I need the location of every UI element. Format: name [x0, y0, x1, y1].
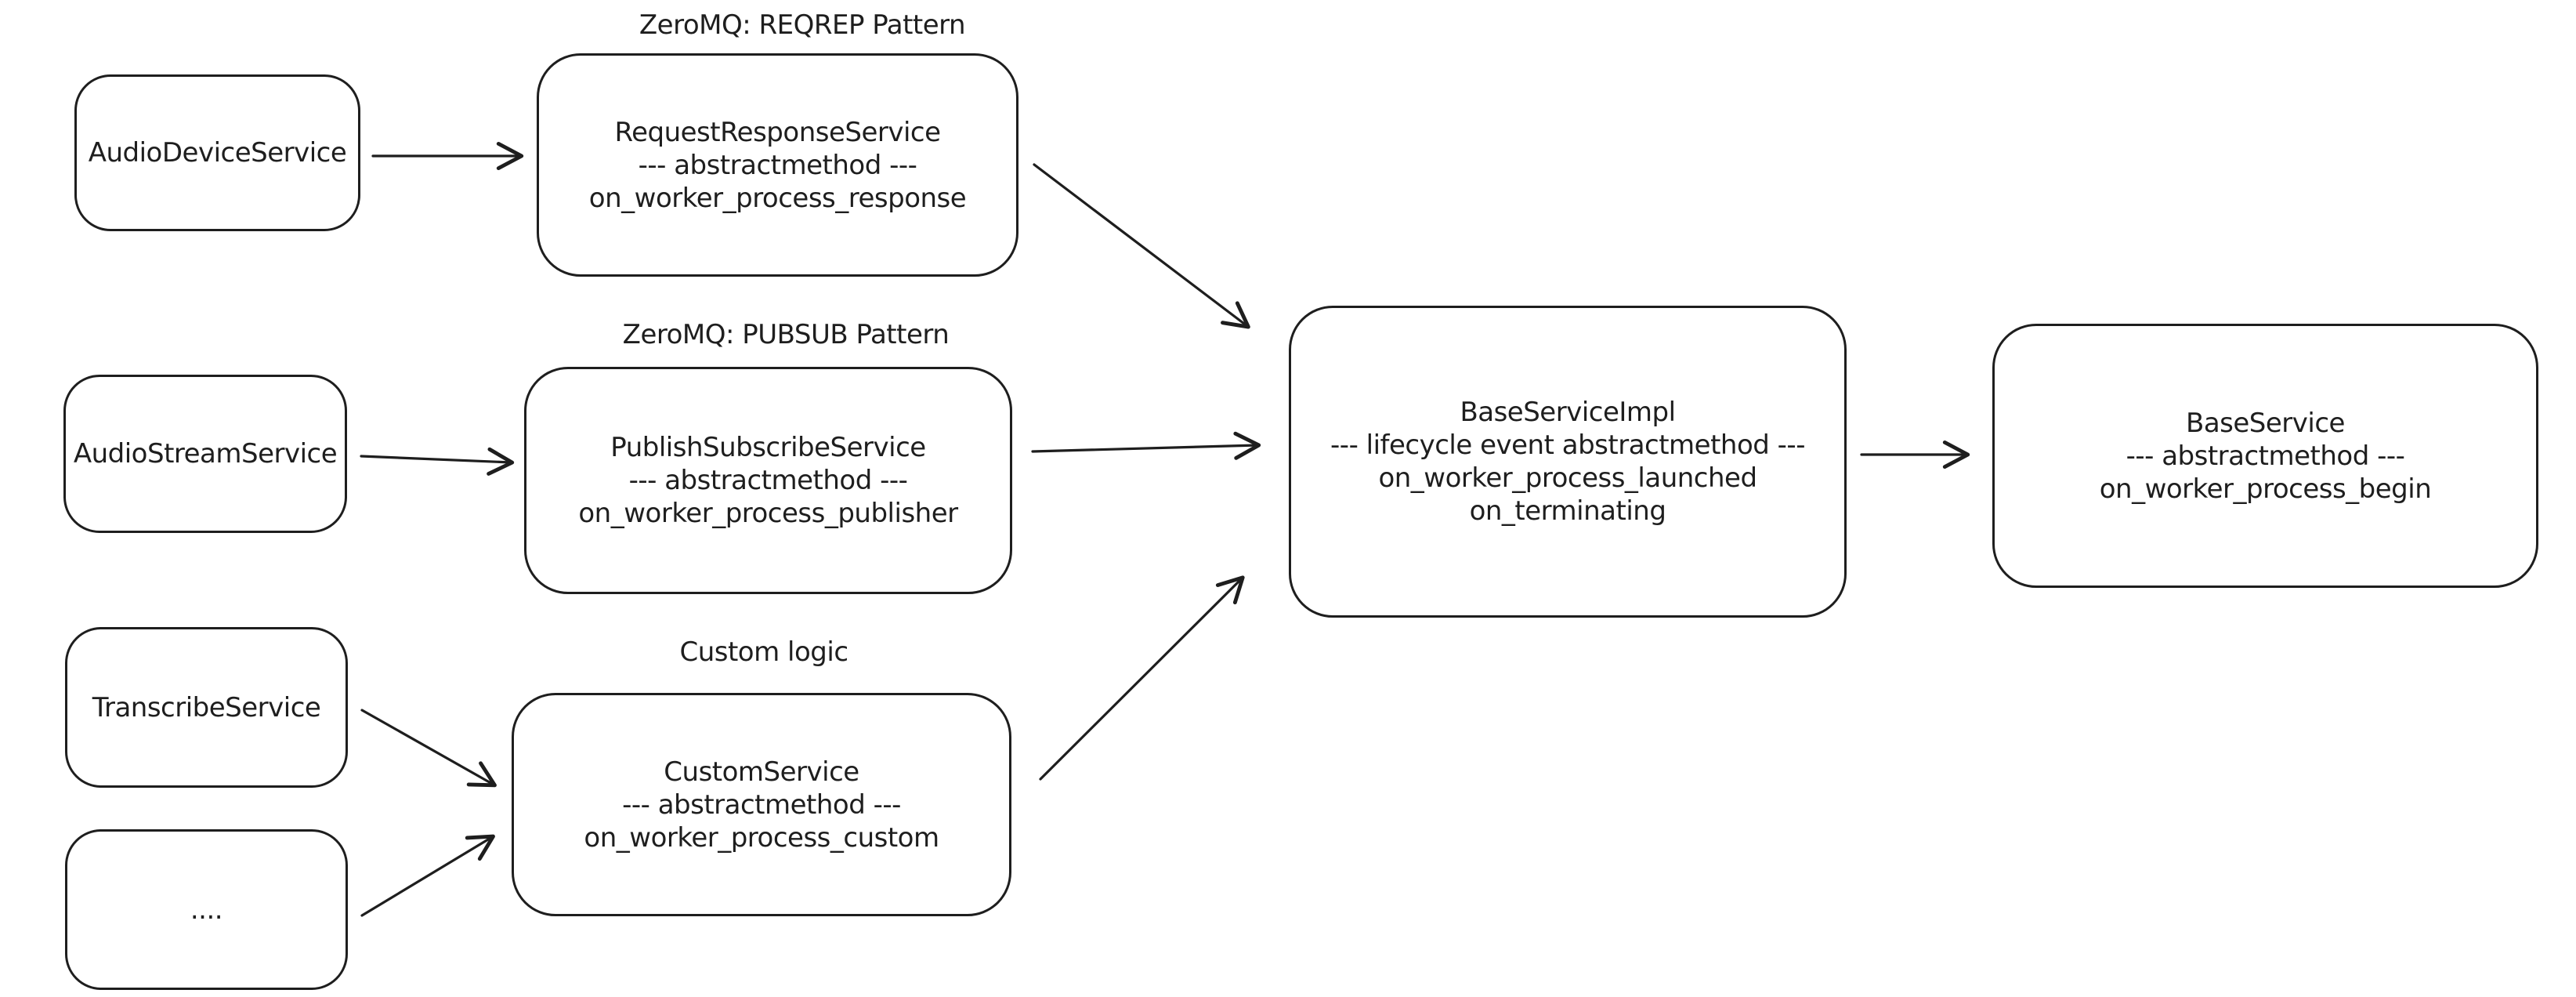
node-text: --- abstractmethod ---: [628, 465, 908, 496]
node-custom-service: CustomService --- abstractmethod --- on_…: [512, 693, 1011, 916]
node-text: AudioStreamService: [73, 438, 338, 469]
node-text: --- lifecycle event abstractmethod ---: [1330, 430, 1805, 461]
arrow-request-response-to-base-impl: [1033, 163, 1250, 329]
label-zeromq-reqrep-pattern: ZeroMQ: REQREP Pattern: [639, 9, 966, 41]
arrow-more-services-to-custom: [360, 834, 495, 917]
node-text: CustomService: [664, 756, 859, 788]
node-text: BaseServiceImpl: [1460, 397, 1676, 428]
node-audio-stream-service: AudioStreamService: [63, 375, 347, 533]
node-text: on_worker_process_publisher: [578, 498, 958, 529]
label-custom-logic: Custom logic: [679, 636, 848, 668]
node-text: on_worker_process_custom: [584, 821, 939, 854]
node-text: PublishSubscribeService: [610, 432, 926, 463]
arrow-transcribe-to-custom: [360, 709, 497, 788]
node-publish-subscribe-service: PublishSubscribeService --- abstractmeth…: [524, 367, 1012, 594]
node-text: on_worker_process_begin: [2099, 473, 2432, 505]
node-more-services: ....: [65, 829, 348, 990]
node-text: --- abstractmethod ---: [638, 149, 917, 181]
node-base-service: BaseService --- abstractmethod --- on_wo…: [1992, 324, 2538, 588]
node-text: on_terminating: [1469, 495, 1666, 527]
node-text: --- abstractmethod ---: [622, 789, 901, 821]
node-audio-device-service: AudioDeviceService: [74, 74, 360, 231]
node-text: on_worker_process_launched: [1378, 462, 1757, 494]
node-text: --- abstractmethod ---: [2126, 440, 2405, 472]
node-text: RequestResponseService: [614, 116, 941, 148]
node-text: BaseService: [2186, 407, 2345, 439]
node-text: on_worker_process_response: [588, 182, 967, 214]
node-text: ....: [190, 894, 223, 926]
arrow-pub-sub-to-base-impl: [1031, 431, 1261, 460]
node-text: AudioDeviceService: [88, 137, 347, 169]
node-transcribe-service: TranscribeService: [65, 627, 348, 788]
arrow-custom-to-base-impl: [1039, 575, 1245, 781]
node-request-response-service: RequestResponseService --- abstractmetho…: [537, 53, 1018, 277]
node-base-service-impl: BaseServiceImpl --- lifecycle event abst…: [1289, 306, 1847, 618]
node-text: TranscribeService: [92, 691, 321, 723]
label-zeromq-pubsub-pattern: ZeroMQ: PUBSUB Pattern: [622, 319, 950, 350]
arrow-audio-stream-to-pub-sub: [360, 447, 515, 476]
